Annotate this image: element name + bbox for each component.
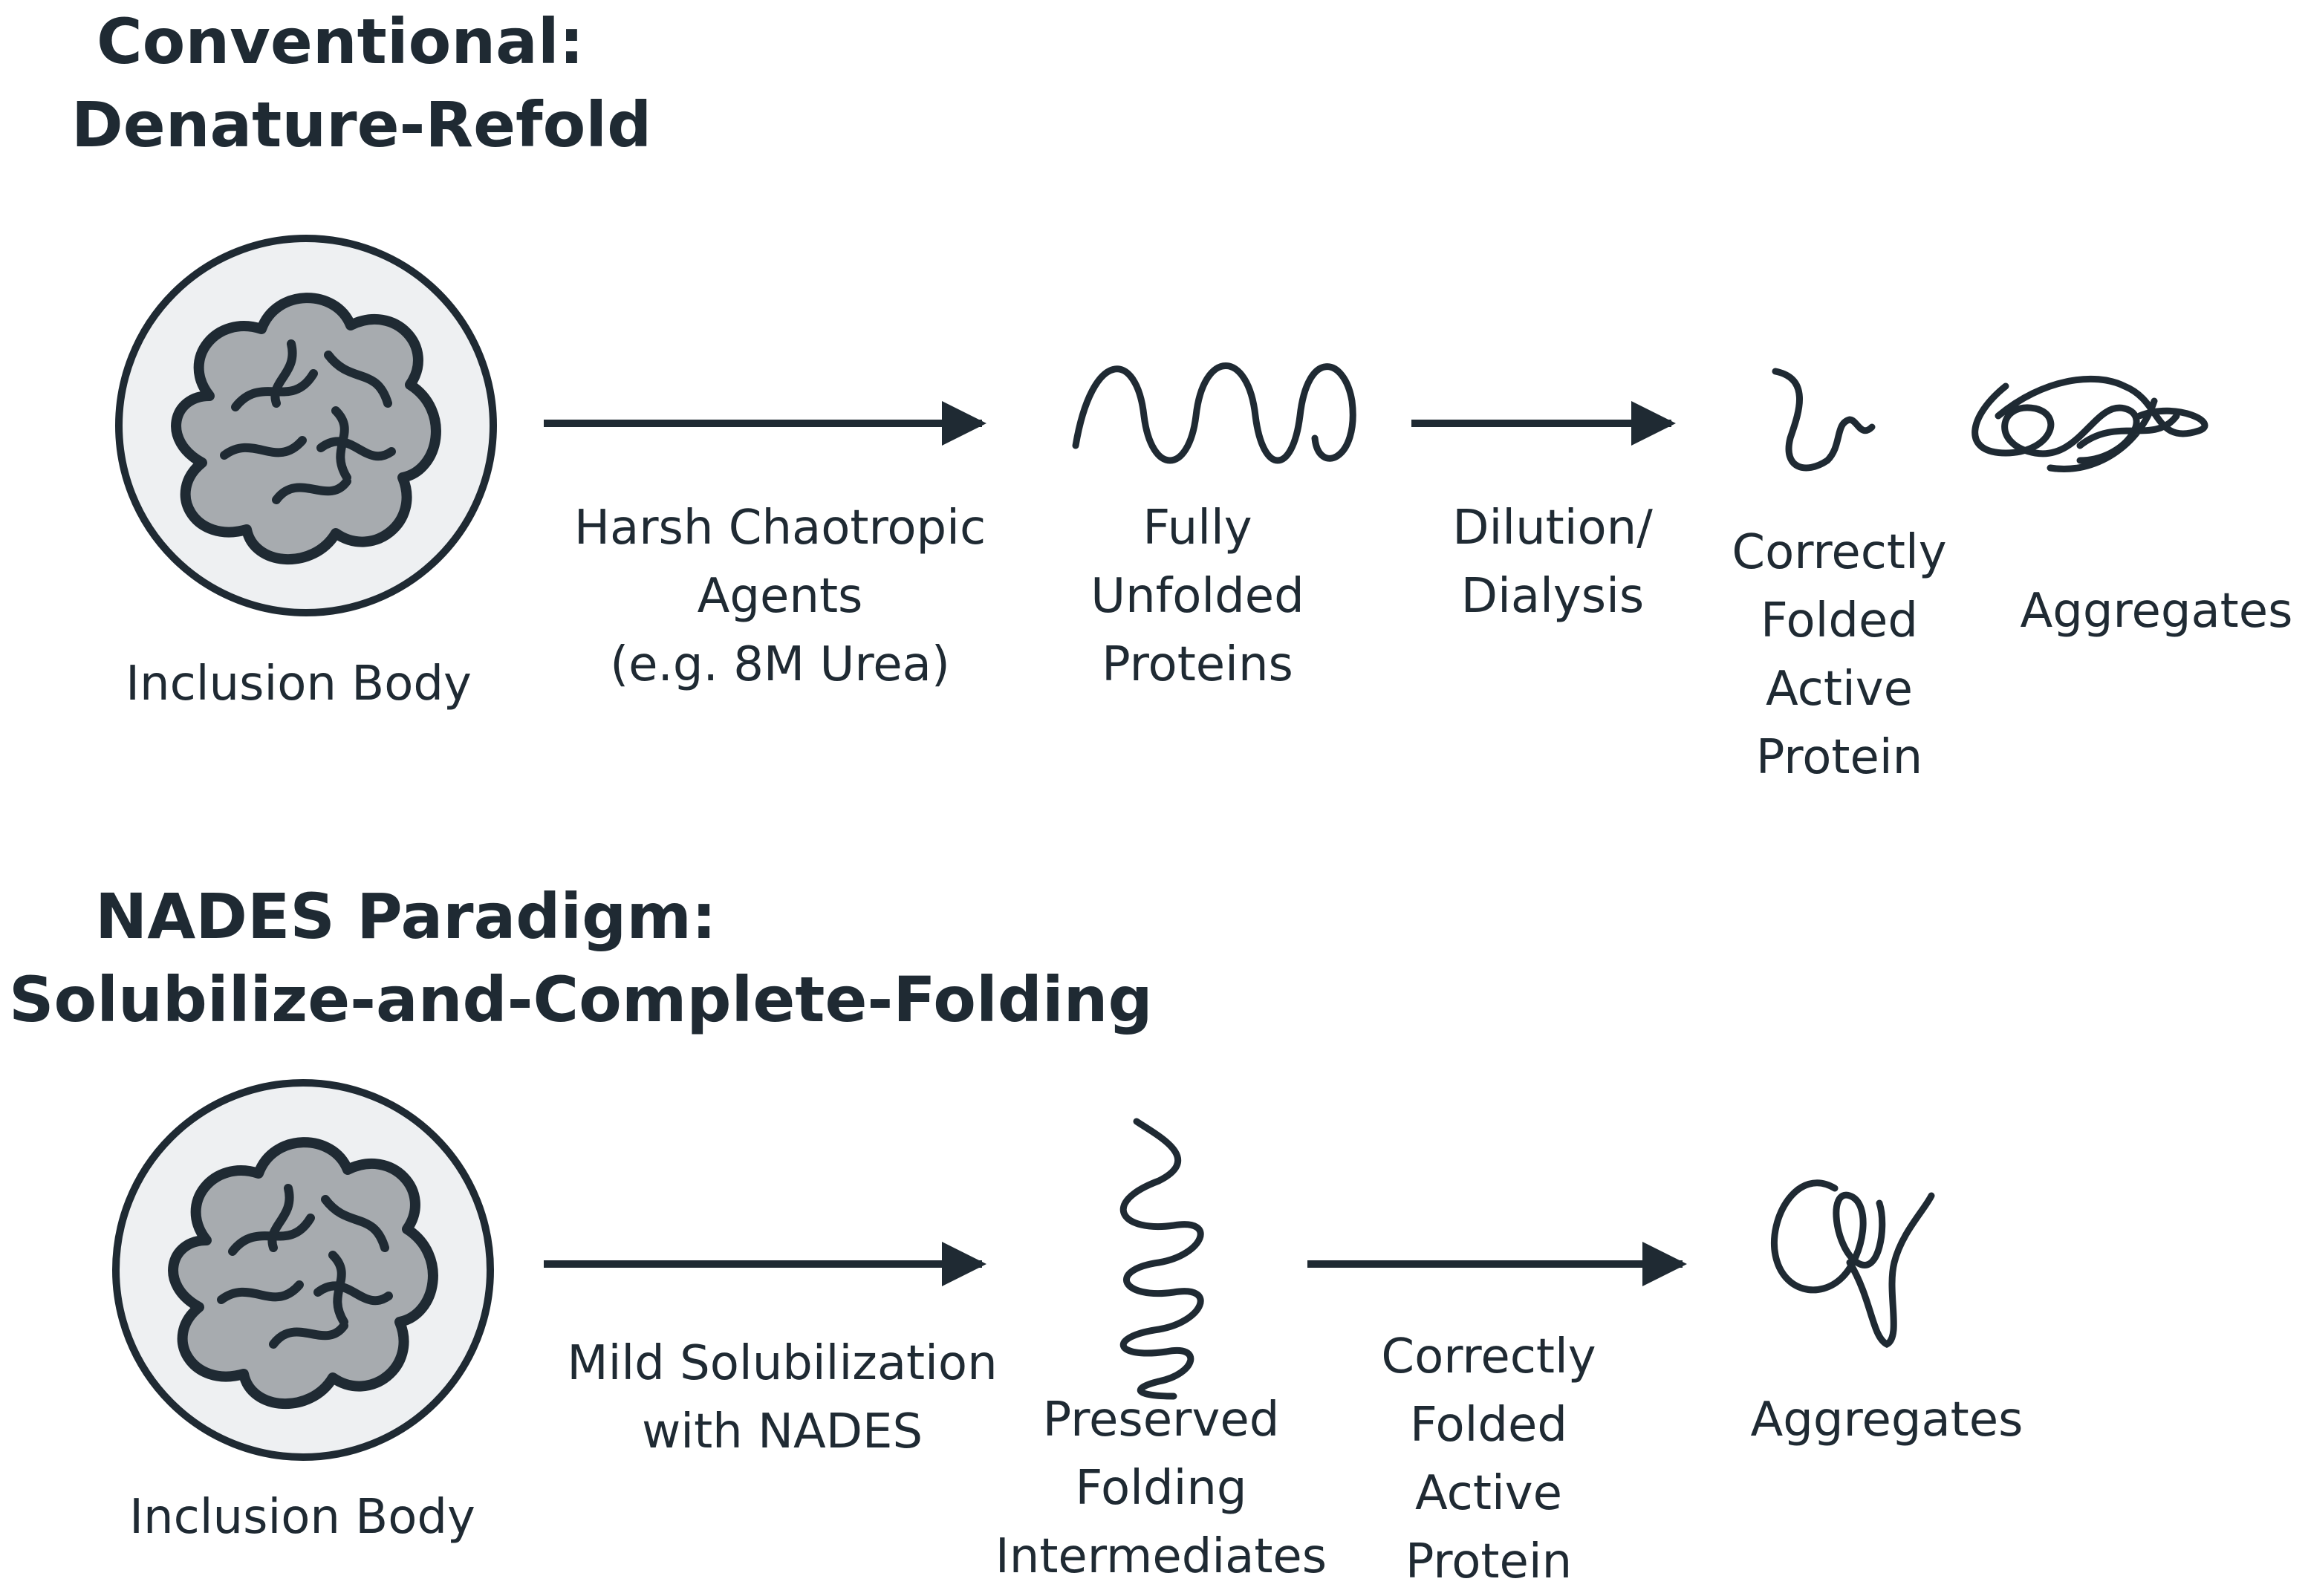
label-line: Unfolded <box>1090 569 1304 624</box>
unfolded-protein-icon <box>1072 362 1356 464</box>
label-line: Dialysis <box>1460 569 1645 624</box>
nades-folded-protein-icon <box>1771 1179 1935 1349</box>
conventional-inclusion-body-icon <box>115 235 497 616</box>
label-line: Folded <box>1760 593 1919 648</box>
label-line: Correctly <box>1732 525 1947 580</box>
label-line: Folding <box>1075 1461 1247 1516</box>
label-line: Protein <box>1405 1534 1573 1589</box>
label-line: Folded <box>1409 1398 1568 1453</box>
label-line: Proteins <box>1102 637 1293 692</box>
nades-step1-label: Mild Solubilization with NADES <box>567 1329 997 1466</box>
nades-title-line2: Solubilize-and-Complete-Folding <box>9 963 1153 1036</box>
folding-intermediates-label: Preserved Folding Intermediates <box>995 1386 1327 1591</box>
label-line: Fully <box>1142 501 1252 556</box>
label-line: Active <box>1415 1466 1562 1521</box>
nades-step2-label: Correctly Folded Active Protein <box>1381 1323 1596 1596</box>
conventional-folded-protein-icon <box>1772 368 1876 472</box>
conventional-step1-label: Harsh Chaotropic Agents (e.g. 8M Urea) <box>574 494 986 699</box>
nades-inclusion-body-icon <box>112 1079 494 1461</box>
conventional-title-line2: Denature-Refold <box>71 88 652 161</box>
nades-title-line1: NADES Paradigm: <box>95 880 717 953</box>
nades-title: NADES Paradigm: Solubilize-and-Complete-… <box>9 875 1153 1041</box>
conventional-title: Conventional: Denature-Refold <box>71 0 651 166</box>
label-line: Agents <box>697 569 863 624</box>
folding-intermediate-icon <box>1119 1118 1204 1400</box>
label-line: Correctly <box>1381 1329 1596 1384</box>
conventional-title-line1: Conventional: <box>97 5 585 78</box>
nades-inclusion-body-label: Inclusion Body <box>129 1490 475 1545</box>
label-line: (e.g. 8M Urea) <box>610 637 950 692</box>
conventional-inclusion-body-label: Inclusion Body <box>126 657 472 711</box>
label-line: Active <box>1766 662 1913 717</box>
unfolded-proteins-label: Fully Unfolded Proteins <box>1090 494 1304 699</box>
conventional-aggregates-icon <box>1971 375 2208 472</box>
label-line: with NADES <box>641 1404 923 1459</box>
conventional-folded-label: Correctly Folded Active Protein <box>1732 518 1946 792</box>
label-line: Dilution/ <box>1452 501 1653 556</box>
label-line: Harsh Chaotropic <box>573 501 986 556</box>
label-line: Intermediates <box>995 1529 1327 1584</box>
nades-aggregates-label: Aggregates <box>1750 1393 2023 1447</box>
conventional-aggregates-label: Aggregates <box>2020 584 2293 639</box>
label-line: Preserved <box>1042 1393 1280 1447</box>
conventional-step2-label: Dilution/ Dialysis <box>1452 494 1653 631</box>
label-line: Mild Solubilization <box>567 1336 998 1391</box>
label-line: Protein <box>1755 730 1923 785</box>
